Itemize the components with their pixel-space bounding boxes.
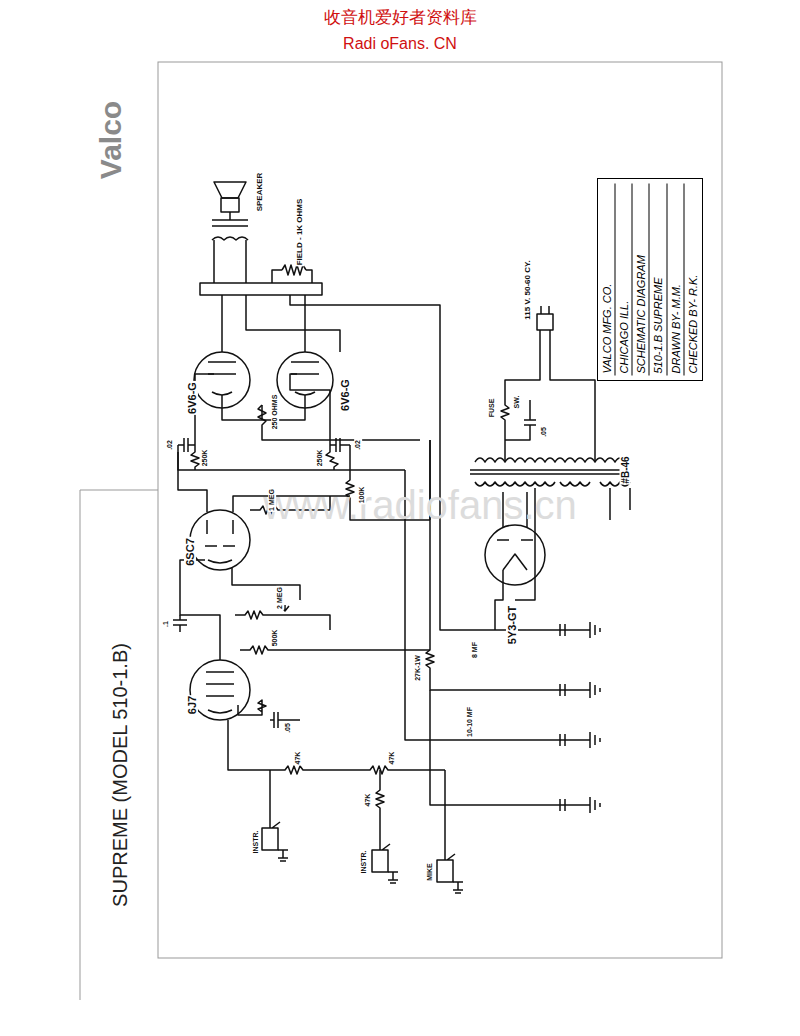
- tube-electrodes: [205, 520, 235, 563]
- dropping-resistor: [426, 440, 590, 690]
- jack-label: INSTR.: [360, 850, 368, 875]
- part-label: SPEAKER: [256, 172, 265, 213]
- grid-resistor: [191, 445, 338, 470]
- ground-symbol: [590, 622, 600, 813]
- component-value: .02: [354, 439, 362, 451]
- component-value: 500K: [271, 629, 279, 648]
- title-block-text: DRAWN BY- M.M.: [668, 183, 684, 375]
- title-block: VALCO MFG. CO.CHICAGO ILL.SCHEMATIC DIAG…: [597, 178, 703, 381]
- component-value: 10-10 MF: [466, 706, 474, 738]
- speaker-symbol: [214, 182, 246, 198]
- coupling-capacitor: [173, 615, 187, 632]
- tube-label: 5Y3-GT: [506, 605, 518, 646]
- tube-label: 6SC7: [184, 537, 196, 567]
- volume-control: [235, 611, 330, 630]
- frame-side-line: [80, 490, 81, 1000]
- part-label: FUSE: [488, 398, 496, 419]
- title-block-text: CHECKED BY- R.K.: [685, 183, 700, 375]
- terminal-strip: [200, 283, 322, 295]
- plug-prongs: [541, 306, 549, 314]
- title-block-rows: VALCO MFG. CO.CHICAGO ILL.SCHEMATIC DIAG…: [598, 179, 701, 379]
- component-value: 47K: [364, 793, 372, 808]
- brand-name: Valco: [94, 100, 127, 180]
- frame-border: [158, 62, 722, 958]
- tube-label: 6V6-G: [339, 378, 351, 412]
- tube-electrodes: [206, 672, 234, 713]
- circuit-wiring: [173, 182, 630, 893]
- field-coil: [282, 265, 306, 275]
- component-value: 250K: [316, 449, 324, 468]
- field-leads: [272, 270, 312, 283]
- component-value: .1: [162, 620, 170, 628]
- plate-wire: [180, 560, 220, 660]
- component-value: 47K: [294, 751, 302, 766]
- mains-wires: [501, 330, 595, 462]
- coupling-capacitor: [330, 438, 350, 452]
- tube-electrodes: [497, 540, 533, 570]
- primary-winding: [475, 458, 625, 462]
- site-banner: Radi oFans. CN: [342, 35, 458, 53]
- component-value: 250 OHMS: [271, 394, 279, 431]
- component-value: .05: [284, 722, 292, 734]
- title-block-text: 510-1.B SUPREME: [650, 183, 666, 375]
- title-block-text: VALCO MFG. CO.: [599, 183, 615, 375]
- cathode-resistor: [238, 700, 266, 715]
- jack-label: INSTR.: [252, 830, 260, 855]
- transformer-core: [470, 470, 630, 474]
- component-value: .02: [166, 439, 174, 451]
- site-banner: 收音机爱好者资料库: [323, 9, 478, 28]
- input-wires: [270, 770, 445, 860]
- plug-symbol: [537, 314, 553, 330]
- input-jack: [262, 822, 455, 882]
- tube-envelope: [190, 660, 250, 720]
- speaker-magnet: [221, 198, 239, 212]
- mains-label: 115 V. 50-60 CY.: [524, 259, 533, 320]
- grid-wires: [195, 374, 330, 445]
- component-value: 1 MEG: [268, 488, 276, 512]
- jack-label: MIKE: [426, 862, 434, 882]
- page-frame: [80, 62, 722, 1000]
- screen-resistor: [240, 646, 430, 654]
- cathode-wire: [232, 567, 300, 600]
- tube-label: 6V6-G: [186, 381, 198, 415]
- tube-envelope: [485, 525, 545, 585]
- output-transformer: [212, 220, 248, 240]
- component-value: 8 MF: [471, 641, 479, 659]
- cathode-wires: [222, 395, 305, 420]
- component-value: .05: [540, 426, 548, 438]
- tube-label: 6J7: [186, 695, 198, 715]
- coupling-capacitor: [178, 438, 195, 452]
- title-block-text: CHICAGO ILL.: [616, 183, 632, 375]
- input-mixer: [228, 720, 445, 774]
- component-value: 2 MEG: [276, 586, 284, 610]
- part-label: SW.: [513, 395, 521, 410]
- part-number: #B-46: [620, 455, 631, 484]
- component-value: 27K-1W: [414, 654, 422, 682]
- page-title: SUPREME (MODEL 510-1.B): [109, 642, 131, 908]
- title-block-text: SCHEMATIC DIAGRAM: [633, 183, 649, 375]
- part-label: FIELD - 1K OHMS: [296, 198, 305, 267]
- component-value: 250K: [201, 449, 209, 468]
- bias-wire: [178, 445, 405, 470]
- plate-wires: [222, 295, 340, 352]
- component-value: 47K: [388, 751, 396, 766]
- watermark: www.radiofans.cn: [262, 483, 577, 527]
- component-value: 100K: [358, 486, 366, 505]
- transformer-leads: [214, 212, 246, 283]
- filter-capacitor: [560, 624, 565, 811]
- ground-symbol: [278, 850, 463, 893]
- tube-envelope: [190, 510, 250, 570]
- frame-side-line: [80, 490, 158, 491]
